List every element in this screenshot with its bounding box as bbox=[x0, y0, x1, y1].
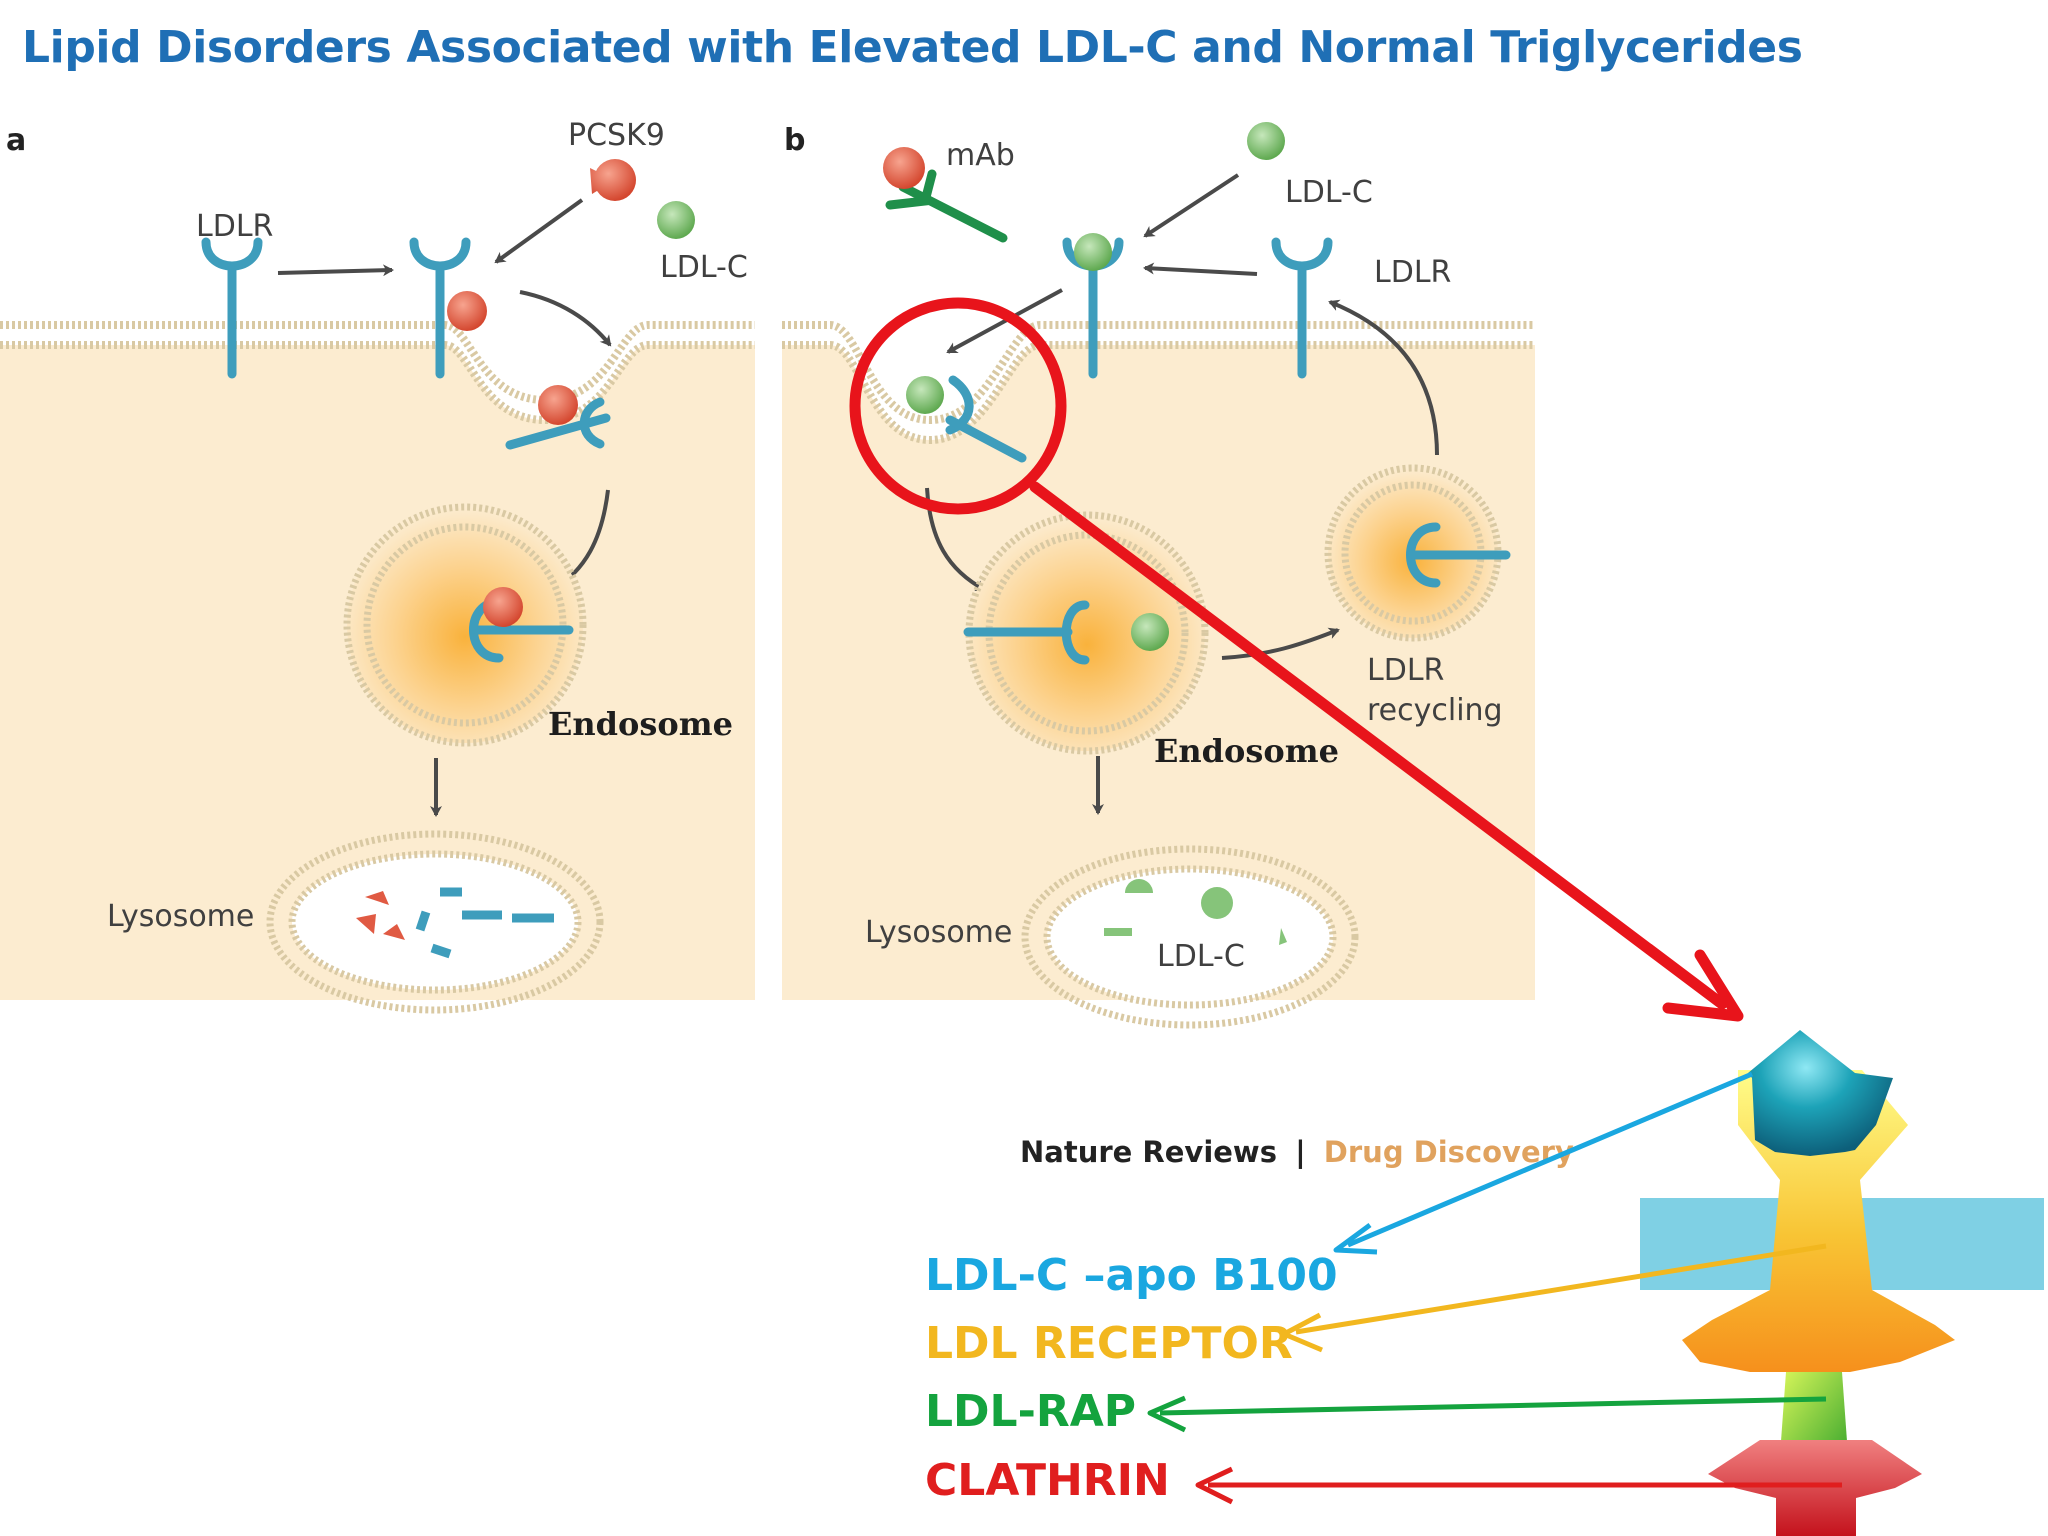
legend-clathrin: CLATHRIN bbox=[925, 1455, 1170, 1506]
pcsk9-label: PCSK9 bbox=[568, 118, 665, 153]
ldlr-recycling-label-line-1: LDLR bbox=[1367, 653, 1444, 688]
panel-a-letter: a bbox=[6, 123, 26, 158]
internalizing-complex-icon bbox=[906, 375, 1027, 463]
clathrin-base bbox=[1708, 1440, 1922, 1536]
lysosome-a-icon bbox=[266, 830, 604, 1014]
endosome-label-a: Endosome bbox=[548, 705, 733, 743]
ldlr-recycling-label-line-2: recycling bbox=[1367, 693, 1503, 728]
lysosome-content-label: LDL-C bbox=[1157, 939, 1245, 974]
ldlr-label-b: LDLR bbox=[1374, 255, 1451, 290]
arrow-icon bbox=[494, 198, 584, 264]
ldl-c-bound-icon bbox=[1074, 233, 1112, 271]
panel-b-letter: b bbox=[784, 123, 805, 158]
endosome-label-b: Endosome bbox=[1154, 732, 1339, 770]
internalizing-complex-icon bbox=[505, 385, 611, 450]
lysosome-b-icon bbox=[1021, 845, 1359, 1029]
lysosome-label-a: Lysosome bbox=[107, 899, 254, 934]
figure-credit: Nature Reviews | Drug Discovery bbox=[1020, 1135, 1574, 1169]
arrow-icon bbox=[277, 264, 394, 277]
arrow-icon bbox=[1328, 299, 1439, 456]
credit-section: Drug Discovery bbox=[1324, 1135, 1574, 1169]
panel-b-membrane bbox=[782, 321, 1535, 425]
pointer-arrow-rap bbox=[1159, 1396, 1827, 1416]
arrow-icon bbox=[1143, 262, 1258, 276]
highlight-circle bbox=[849, 297, 1067, 515]
ldl-c-label-a: LDL-C bbox=[660, 250, 748, 285]
arrow-icon bbox=[1143, 173, 1240, 238]
ldl-c-apo-b100-cap bbox=[1748, 1030, 1893, 1156]
credit-separator: | bbox=[1295, 1135, 1306, 1169]
panel-a: a LDLR PCSK9 LDL-C E bbox=[0, 118, 755, 1014]
legend-ldl-receptor: LDL RECEPTOR bbox=[925, 1318, 1293, 1369]
pointer-arrow-apob bbox=[1347, 1071, 1753, 1248]
pcsk9-icon bbox=[447, 291, 487, 331]
arrow-icon bbox=[519, 290, 612, 347]
ldl-receptor-body bbox=[1682, 1070, 1955, 1372]
recycling-vesicle-icon bbox=[1324, 464, 1506, 642]
receptor-schematic bbox=[1640, 1030, 2044, 1536]
ldl-c-label-b: LDL-C bbox=[1285, 175, 1373, 210]
ldl-c-particle-icon bbox=[1247, 122, 1285, 160]
legend-arrows bbox=[1147, 1071, 1842, 1505]
ldl-c-particle-icon bbox=[657, 201, 695, 239]
highlight-arrow-shaft bbox=[1029, 481, 1728, 1010]
endosome-a-icon bbox=[343, 503, 587, 747]
mab-label: mAb bbox=[946, 138, 1015, 173]
monoclonal-antibody-icon bbox=[883, 147, 1008, 243]
legend: LDL-C –apo B100 LDL RECEPTOR LDL-RAP CLA… bbox=[925, 1250, 1338, 1506]
pcsk9-free-icon bbox=[590, 159, 636, 201]
highlight-arrow-head bbox=[1662, 949, 1744, 1022]
slide-title: Lipid Disorders Associated with Elevated… bbox=[22, 22, 1803, 73]
credit-journal: Nature Reviews bbox=[1020, 1135, 1277, 1169]
legend-ldl-c-apo-b100: LDL-C –apo B100 bbox=[925, 1250, 1338, 1301]
arrow-icon bbox=[946, 288, 1063, 354]
lysosome-label-b: Lysosome bbox=[865, 915, 1012, 950]
legend-ldl-rap: LDL-RAP bbox=[925, 1386, 1136, 1437]
pointer-arrow-receptor bbox=[1295, 1243, 1827, 1335]
ldlr-label-a: LDLR bbox=[196, 209, 273, 244]
endosome-b-icon bbox=[963, 511, 1209, 755]
arrow-icon bbox=[1221, 627, 1340, 660]
